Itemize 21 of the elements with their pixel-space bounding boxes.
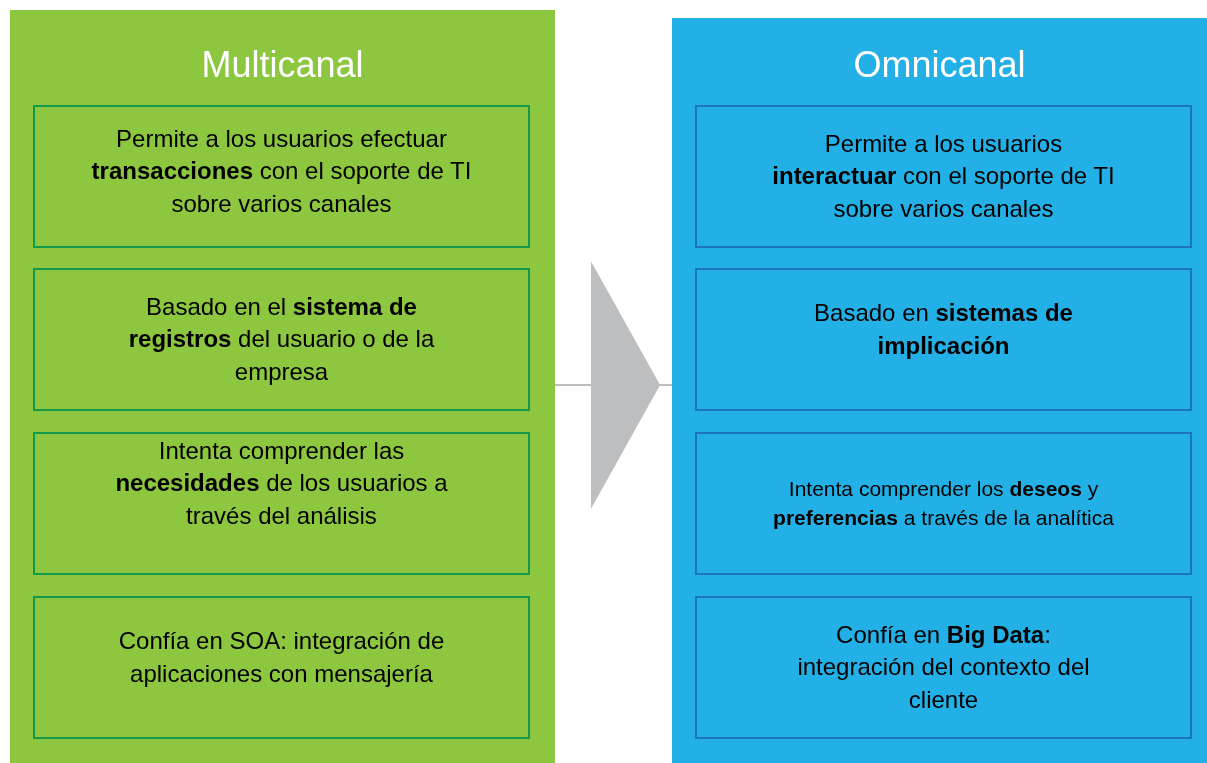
box-text: Permite a los usuarios efectuar transacciones con el soporte de TI sobre varios canales bbox=[90, 123, 473, 219]
box-text: Basado en sistemas de implicación bbox=[813, 298, 1074, 361]
text-box bbox=[33, 105, 530, 248]
text-box bbox=[695, 268, 1192, 411]
text-box bbox=[695, 596, 1192, 739]
box-text: Confía en Big Data: integración del contexto del cliente bbox=[796, 619, 1091, 715]
panel-title: Multicanal bbox=[200, 43, 365, 87]
box-text: Intenta comprender los deseos y preferencias a través de la analítica bbox=[772, 476, 1115, 531]
text-box bbox=[695, 432, 1192, 575]
box-text: Confía en SOA: integración de aplicaciones con mensajería bbox=[117, 626, 446, 689]
text-box bbox=[33, 268, 530, 411]
column-panel bbox=[10, 10, 555, 763]
text-box bbox=[33, 432, 530, 575]
chevron-arrow bbox=[554, 261, 673, 509]
panel-title: Omnicanal bbox=[852, 43, 1027, 87]
box-text: Intenta comprender las necesidades de los usuarios a través del análisis bbox=[114, 435, 449, 531]
column-panel bbox=[672, 18, 1207, 763]
box-text: Permite a los usuarios interactuar con el soporte de TI sobre varios canales bbox=[771, 128, 1116, 224]
text-box bbox=[33, 596, 530, 739]
box-text: Basado en el sistema de registros del usuario o de la empresa bbox=[127, 291, 436, 387]
text-box bbox=[695, 105, 1192, 248]
